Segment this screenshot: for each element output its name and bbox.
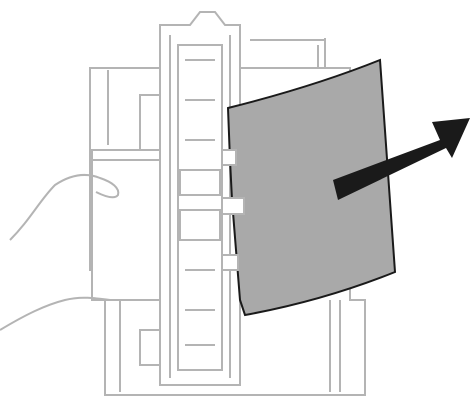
side-block <box>92 150 160 300</box>
paper-sheet-icon <box>228 60 395 315</box>
